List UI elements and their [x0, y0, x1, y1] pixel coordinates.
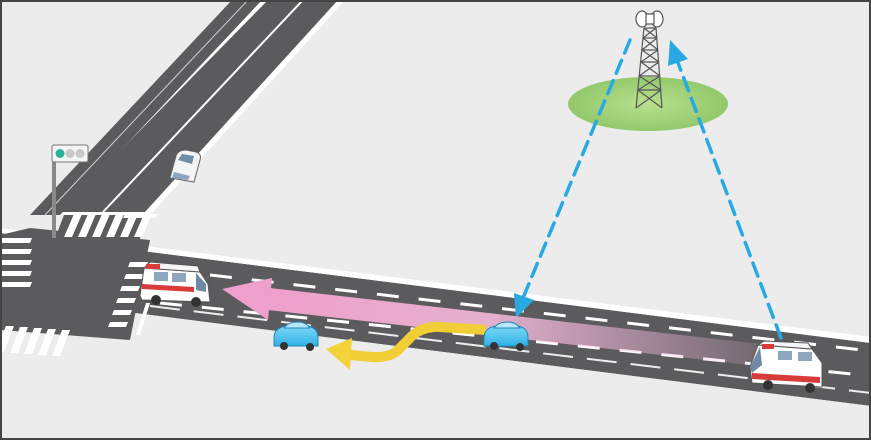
lane-divider [149, 305, 871, 394]
car-icon [169, 149, 201, 183]
ambulance-icon [139, 261, 211, 307]
crosswalk-bottom [0, 326, 70, 356]
grass-patch [568, 77, 728, 131]
intersection [0, 228, 150, 340]
radio-tower-icon [635, 10, 664, 109]
traffic-light-icon [51, 144, 89, 238]
dashed-arrow-down-icon [514, 38, 632, 318]
yellow-arrow-left-icon [326, 321, 487, 370]
ambulance-icon [749, 340, 823, 393]
crosswalk-top [64, 214, 152, 237]
crosswalk-left [0, 238, 32, 287]
crosswalk-right [108, 262, 148, 327]
green-lamp [55, 149, 65, 158]
cross-stop-line [123, 214, 158, 218]
car-icon [273, 321, 319, 351]
stop-line [136, 303, 150, 335]
car-icon [483, 321, 529, 351]
dashed-arrow-up-icon [668, 40, 783, 340]
